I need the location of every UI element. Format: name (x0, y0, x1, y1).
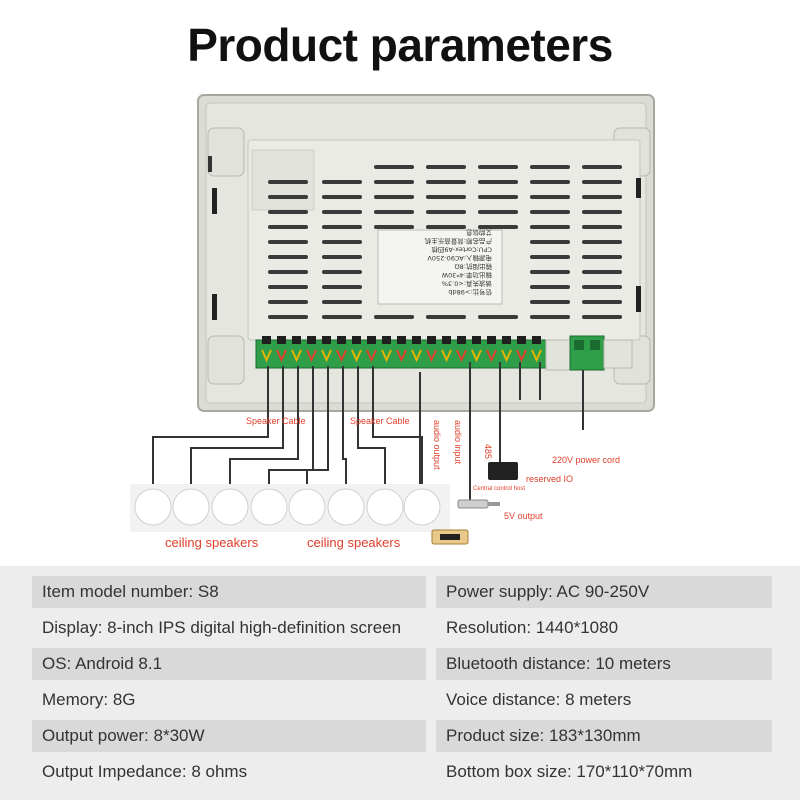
spec-model: Item model number: S8 (32, 576, 426, 608)
spec-output-impedance: Output Impedance: 8 ohms (42, 762, 248, 781)
back-label-line: 信号比:>98db (448, 288, 492, 297)
power-terminal (569, 335, 633, 371)
output-5v-label: 5V output (504, 511, 543, 521)
ceiling-speaker-icon (172, 488, 210, 526)
power-cord-label: 220V power cord (552, 455, 620, 465)
io-wires (419, 362, 584, 530)
ceiling-speaker-icon (366, 488, 404, 526)
central-host-label: Central control host (473, 486, 525, 492)
usb-plug-icon (457, 499, 500, 509)
product-diagram: 信号比:>98db谐波失真:<0.3%输出功率:4*30W输出阻抗:8Ω电源输入… (130, 94, 655, 550)
spec-resolution: Resolution: 1440*1080 (446, 618, 619, 637)
back-label-sticker: 信号比:>98db谐波失真:<0.3%输出功率:4*30W输出阻抗:8Ω电源输入… (377, 229, 503, 305)
ceiling-speakers-label-1: ceiling speakers (165, 535, 259, 550)
ceiling-speaker-icon (211, 488, 249, 526)
audio-jack-icon (431, 529, 469, 545)
speaker-cable-label-1: Speaker Cable (246, 416, 306, 426)
ceiling-speaker-icon (134, 488, 172, 526)
spec-power-supply: Power supply: AC 90-250V (436, 576, 772, 608)
back-label-line: 产品名称:背景音乐主机 (424, 237, 492, 246)
reserved-io-label: reserved IO (526, 474, 573, 484)
spec-memory: Memory: 8G (42, 690, 136, 709)
spec-os: OS: Android 8.1 (32, 648, 426, 680)
terminal-block (255, 336, 547, 369)
spec-box-size: Bottom box size: 170*110*70mm (446, 762, 693, 781)
spec-voice-distance: Voice distance: 8 meters (446, 690, 632, 709)
ceiling-speakers-label-2: ceiling speakers (307, 535, 401, 550)
back-label-line: 艾韵信息 (466, 229, 493, 238)
back-label-line: 谐波失真:<0.3% (442, 280, 492, 289)
spec-table: Item model number: S8 Power supply: AC 9… (0, 566, 800, 800)
back-label-line: 电源输入:AC90-250V (427, 254, 492, 263)
ceiling-speaker-icons (130, 484, 450, 532)
spec-product-size: Product size: 183*130mm (436, 720, 772, 752)
ceiling-speaker-icon (327, 488, 365, 526)
central-control-host-icon (488, 462, 518, 480)
page-title: Product parameters (187, 19, 613, 71)
back-label-line: 输出功率:4*30W (441, 271, 492, 280)
back-label-line: 输出阻抗:8Ω (455, 263, 492, 272)
spec-output-power: Output power: 8*30W (32, 720, 426, 752)
ceiling-speaker-icon (250, 488, 288, 526)
speaker-wires (152, 366, 423, 488)
back-label-line: CPU:Cortex-A9四核 (431, 246, 492, 255)
spec-bluetooth: Bluetooth distance: 10 meters (436, 648, 772, 680)
ceiling-speaker-icon (403, 488, 441, 526)
spec-display: Display: 8-inch IPS digital high-definit… (42, 618, 402, 637)
vent-slots (268, 165, 622, 319)
ceiling-speaker-icon (288, 488, 326, 526)
port-485-label: 485 (483, 444, 493, 459)
speaker-cable-label-2: Speaker Cable (350, 416, 410, 426)
audio-input-label: audio input (453, 420, 463, 465)
audio-output-label: audio output (432, 420, 442, 470)
